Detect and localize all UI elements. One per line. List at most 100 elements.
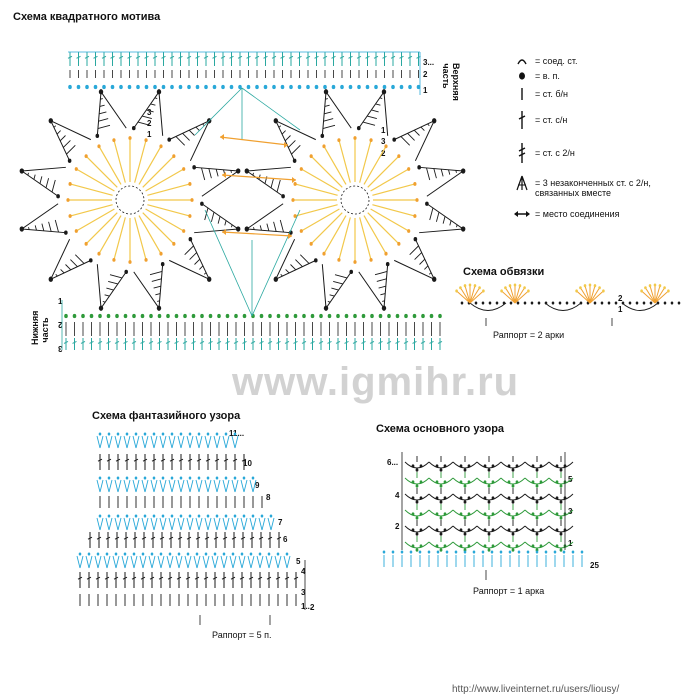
fancy-row-num-11: 11... — [229, 429, 245, 438]
basic-row — [404, 456, 574, 472]
petal — [394, 237, 437, 282]
petal2-row-num-1: 1 — [381, 126, 386, 135]
fancy-row-num-6: 6 — [283, 535, 288, 544]
fancy-pattern-diagram — [76, 432, 306, 625]
fancy-row — [87, 532, 282, 548]
petal — [19, 166, 66, 199]
fancy-row — [99, 496, 263, 508]
petal — [169, 237, 212, 282]
edging-fan-2 — [500, 283, 530, 304]
motif-connectors — [194, 87, 301, 317]
fancy-pattern-title: Схема фантазийного узора — [92, 410, 241, 422]
petal — [244, 203, 293, 235]
square-motif-title: Схема квадратного мотива — [13, 11, 161, 23]
basic-pattern-title: Схема основного узора — [376, 423, 505, 435]
petal — [417, 165, 466, 197]
join-point-icon — [512, 207, 532, 221]
slip-stitch-icon — [512, 54, 532, 68]
fancy-row-num-8: 8 — [266, 493, 271, 502]
single-crochet-icon — [512, 87, 532, 101]
basic-row-num-3: 3 — [568, 507, 573, 516]
motif-row-num-top-3: 3... — [423, 58, 435, 67]
legend-row-chain: = в. п. — [512, 69, 560, 83]
petal — [273, 118, 316, 163]
basic-row-num-6: 6... — [387, 458, 399, 467]
motif-row-num-top-1: 1 — [423, 86, 428, 95]
edging-fan-4 — [640, 283, 670, 304]
basic-row-num-2: 2 — [395, 522, 400, 531]
motif-top-rows — [67, 51, 421, 95]
basic-rapport: Раппорт = 1 арка — [473, 586, 545, 596]
fancy-row-num-3: 3 — [301, 588, 306, 597]
legend-row-double-crochet: = ст. с/н — [512, 111, 567, 129]
petal — [244, 166, 291, 199]
edging-title: Схема обвязки — [463, 266, 545, 278]
motif-row-num-bottom-1: 1 — [58, 297, 63, 306]
petal — [96, 264, 129, 311]
fancy-row-num-2: 2 — [310, 603, 315, 612]
edging-rapport: Раппорт = 2 арки — [493, 330, 565, 340]
petal — [48, 239, 93, 282]
double-crochet-icon — [512, 111, 532, 129]
petal — [133, 261, 165, 311]
cluster-icon — [512, 175, 532, 191]
petal — [356, 89, 389, 136]
fancy-row-num-7: 7 — [278, 518, 283, 527]
petal2-row-num-2: 2 — [381, 149, 386, 158]
basic-row-num-5: 5 — [568, 475, 573, 484]
fancy-row-num-1: 1... — [301, 602, 313, 611]
basic-row — [404, 520, 574, 536]
motif-row-num-top-2: 2 — [423, 70, 428, 79]
star-medallion-right — [244, 89, 466, 311]
legend-row-slip-stitch: = соед. ст. — [512, 54, 578, 68]
fancy-row-num-9: 9 — [255, 481, 260, 490]
legend-row-join: = место соединения — [512, 207, 620, 221]
legend-row-cluster-cont: связанных вместе — [535, 188, 611, 198]
fancy-row-num-4: 4 — [301, 567, 306, 576]
fancy-row-num-5: 5 — [296, 557, 301, 566]
petal — [95, 89, 127, 139]
petal — [19, 203, 68, 235]
basic-row-num-4: 4 — [395, 491, 400, 500]
petal-row-num-2: 2 — [147, 119, 152, 128]
petal — [358, 261, 390, 311]
petal — [321, 264, 354, 311]
legend-row-cluster: = 3 незаконченных ст. с 2/н, — [512, 175, 651, 191]
footer-url[interactable]: http://www.liveinternet.ru/users/liousy/ — [452, 684, 620, 695]
petal — [392, 118, 437, 161]
petal2-row-num-3: 3 — [381, 137, 386, 146]
basic-row-num-25: 25 — [590, 561, 599, 570]
petal-row-num-3: 3 — [147, 108, 152, 117]
basic-pattern-diagram — [382, 452, 584, 580]
chain-stitch-icon — [512, 69, 532, 83]
fancy-row — [97, 454, 247, 470]
petal — [320, 89, 352, 139]
fancy-row — [77, 572, 299, 588]
fancy-row — [96, 476, 257, 493]
basic-row — [404, 504, 574, 520]
edging-fan-1 — [455, 283, 485, 304]
fancy-row — [76, 552, 291, 569]
basic-row-num-1: 1 — [568, 539, 573, 548]
basic-foundation-row — [382, 550, 584, 567]
edging-row-num-1: 1 — [618, 305, 623, 314]
basic-row — [404, 536, 574, 552]
petal-row-num-1: 1 — [147, 130, 152, 139]
motif-bottom-rows — [61, 300, 443, 350]
treble-crochet-icon — [512, 143, 532, 163]
legend-row-single-crochet: = ст. б/н — [512, 87, 568, 101]
fancy-row — [96, 432, 239, 449]
petal — [192, 165, 241, 197]
edging-fan-3 — [575, 283, 605, 304]
basic-row — [404, 472, 574, 488]
fancy-rapport: Раппорт = 5 п. — [212, 630, 272, 640]
fancy-row — [79, 594, 297, 606]
petal — [48, 118, 91, 163]
fancy-row — [96, 514, 275, 531]
edging-diagram — [455, 283, 681, 326]
basic-row — [404, 488, 574, 504]
legend-row-treble-crochet: = ст. с 2/н — [512, 143, 575, 163]
watermark: www.igmihr.ru — [232, 360, 520, 404]
edging-row-num-2: 2 — [618, 294, 623, 303]
